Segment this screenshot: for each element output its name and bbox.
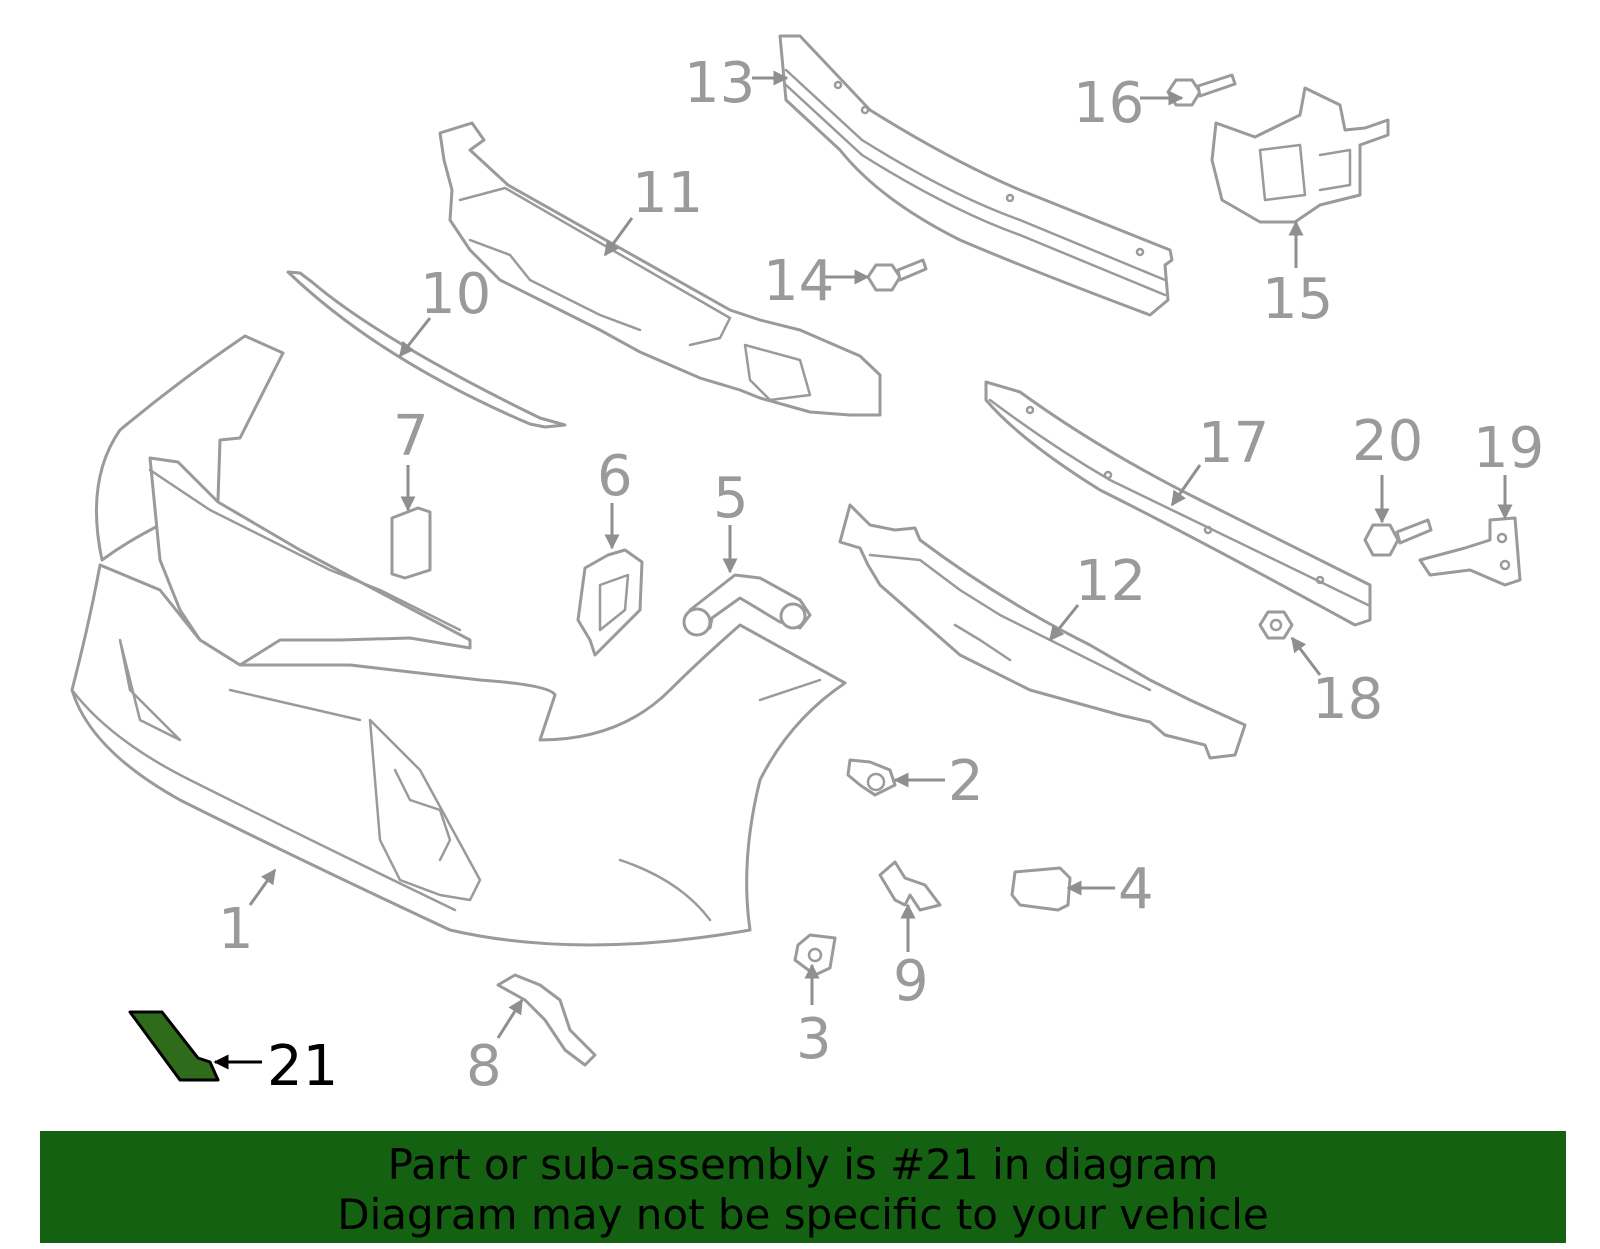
callout-8: 8 xyxy=(466,1034,502,1099)
part-1-bumper-cover xyxy=(70,334,847,947)
callout-20: 20 xyxy=(1352,409,1423,474)
callout-2: 2 xyxy=(948,749,984,814)
callout-11: 11 xyxy=(632,161,703,226)
part-9-bracket xyxy=(878,860,942,912)
callout-10: 10 xyxy=(420,262,491,327)
part-16-bolt xyxy=(1166,73,1237,107)
part-18-nut xyxy=(1258,610,1294,640)
callout-3: 3 xyxy=(796,1007,832,1072)
part-11-energy-absorber xyxy=(438,121,882,417)
callout-9: 9 xyxy=(893,949,929,1014)
callout-12: 12 xyxy=(1075,549,1146,614)
callout-13: 13 xyxy=(684,51,755,116)
part-20-bolt xyxy=(1363,518,1433,557)
callout-17: 17 xyxy=(1198,411,1269,476)
part-7-clip xyxy=(390,506,432,580)
part-17-reinforcement xyxy=(984,380,1372,627)
callout-16: 16 xyxy=(1073,71,1144,136)
part-21-highlighted xyxy=(128,1010,220,1082)
callout-5: 5 xyxy=(713,466,749,531)
info-banner: Part or sub-assembly is #21 in diagram D… xyxy=(40,1131,1566,1243)
part-4-cap xyxy=(1010,866,1072,912)
part-3-nut-clip xyxy=(793,933,837,977)
banner-part-note: Part or sub-assembly is #21 in diagram xyxy=(387,1140,1219,1189)
part-10-molding-strip xyxy=(286,270,567,429)
part-13-reinforcement xyxy=(778,34,1174,317)
callout-19: 19 xyxy=(1473,416,1544,481)
callout-6: 6 xyxy=(597,444,633,509)
part-8-bracket xyxy=(496,973,597,1067)
banner-disclaimer: Diagram may not be specific to your vehi… xyxy=(337,1190,1269,1239)
callout-1: 1 xyxy=(218,897,254,962)
callout-14: 14 xyxy=(763,249,834,314)
part-2-retainer xyxy=(846,758,897,797)
part-14-bolt xyxy=(866,258,928,292)
part-6-bracket xyxy=(576,548,644,657)
callout-4: 4 xyxy=(1118,857,1154,922)
callout-15: 15 xyxy=(1262,267,1333,332)
part-5-support xyxy=(682,573,812,637)
part-15-bracket xyxy=(1210,86,1390,224)
leader-lines xyxy=(213,70,1513,1070)
part-12-lower-absorber xyxy=(838,503,1247,760)
callout-7: 7 xyxy=(393,404,429,469)
part-19-bracket xyxy=(1418,516,1522,587)
callout-18: 18 xyxy=(1312,667,1383,732)
callout-21: 21 xyxy=(267,1034,338,1099)
